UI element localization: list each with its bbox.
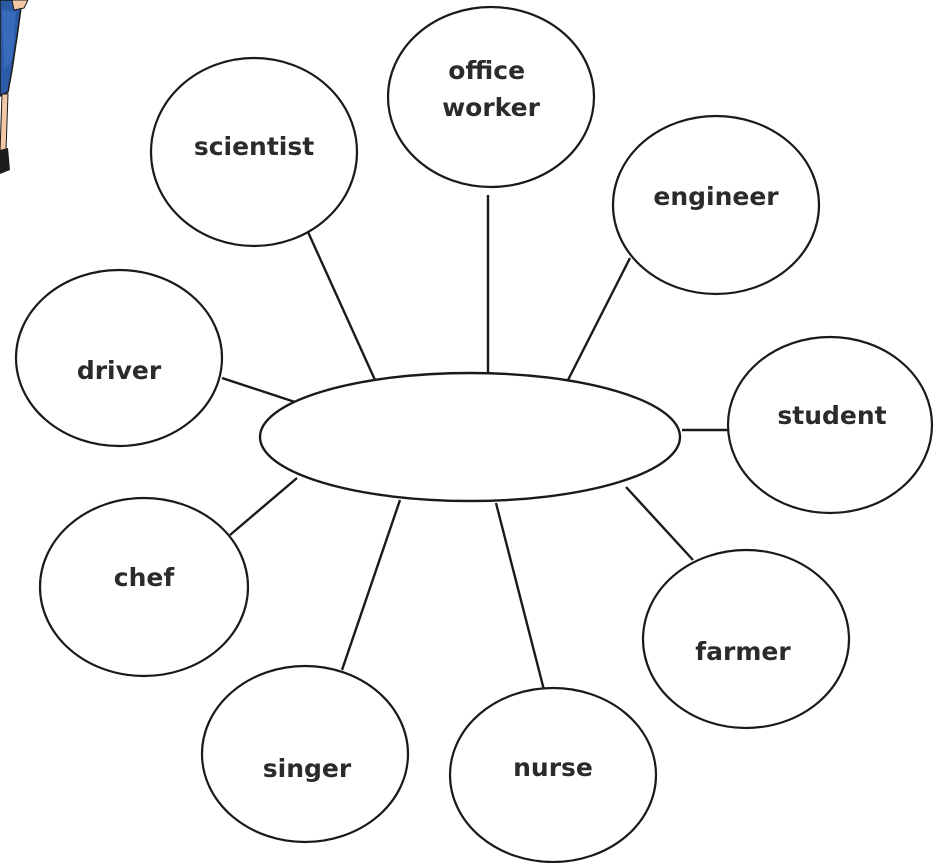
node-engineer-label-1: engineer — [653, 182, 779, 211]
node-student-circle — [726, 335, 934, 515]
node-office-worker-label-1: office — [448, 56, 525, 85]
node-scientist: scientist — [149, 56, 359, 248]
node-scientist-label-1: scientist — [194, 132, 314, 161]
connector-scientist — [306, 231, 377, 381]
connector-farmer — [625, 486, 694, 561]
svg-text:engineer: engineer — [653, 182, 779, 211]
node-singer: singer — [200, 664, 410, 844]
node-scientist-circle — [149, 56, 359, 248]
svg-text:scientist: scientist — [194, 132, 314, 161]
svg-text:farmer: farmer — [695, 637, 791, 666]
node-driver-circle — [14, 268, 224, 448]
node-farmer: farmer — [641, 548, 851, 730]
central-ellipse — [258, 371, 682, 503]
node-chef-label-1: chef — [114, 563, 176, 592]
node-singer-circle — [200, 664, 410, 844]
connector-engineer — [566, 257, 632, 381]
node-student-label-1: student — [777, 401, 886, 430]
connector-singer — [340, 499, 402, 671]
svg-text:chef: chef — [114, 563, 176, 592]
svg-text:office worker: office worker — [442, 56, 541, 122]
node-nurse: nurse — [448, 686, 658, 863]
node-office-worker-label-2: worker — [442, 93, 541, 122]
node-office-worker: office worker — [386, 5, 596, 189]
node-nurse-label-1: nurse — [513, 753, 593, 782]
node-circles: scientist office worker engineer d — [14, 5, 934, 863]
node-farmer-circle — [641, 548, 851, 730]
node-chef: chef — [38, 496, 250, 678]
svg-text:nurse: nurse — [513, 753, 593, 782]
node-chef-circle — [38, 496, 250, 678]
connector-nurse — [494, 502, 546, 691]
node-singer-label-1: singer — [263, 754, 352, 783]
node-student: student — [726, 335, 934, 515]
connector-chef — [229, 477, 298, 536]
node-engineer-circle — [611, 114, 821, 296]
svg-text:student: student — [777, 401, 886, 430]
node-driver-label-1: driver — [77, 356, 162, 385]
node-engineer: engineer — [611, 114, 821, 296]
connector-lines — [221, 195, 728, 691]
svg-text:singer: singer — [263, 754, 352, 783]
node-driver: driver — [14, 268, 224, 448]
person-cartoon-icon — [0, 0, 29, 174]
node-office-worker-circle — [386, 5, 596, 189]
node-farmer-label-1: farmer — [695, 637, 791, 666]
connector-driver — [221, 376, 296, 404]
svg-text:driver: driver — [77, 356, 162, 385]
node-nurse-circle — [448, 686, 658, 863]
